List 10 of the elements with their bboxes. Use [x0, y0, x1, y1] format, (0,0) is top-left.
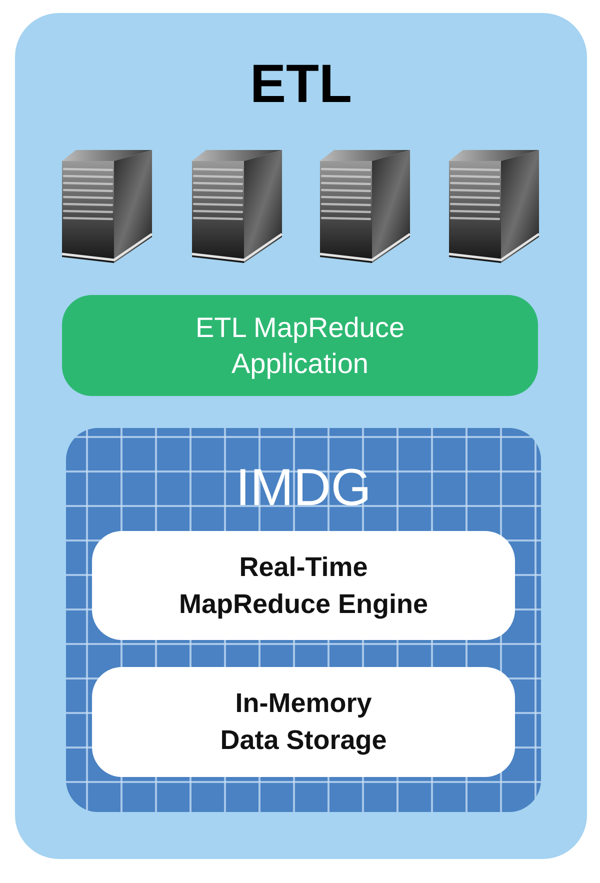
application-block: [62, 295, 538, 396]
block-label: In-Memory Data Storage: [219, 687, 388, 757]
grid-panel: [66, 428, 541, 812]
component-block: [92, 667, 515, 777]
panel-title: ETL: [250, 57, 352, 111]
component-block: [92, 531, 515, 640]
block-label: Real-Time MapReduce Engine: [178, 550, 430, 621]
rounded-panel: [15, 13, 587, 859]
panel-title: IMDG: [236, 462, 372, 514]
block-label: ETL MapReduce Application: [194, 310, 406, 381]
